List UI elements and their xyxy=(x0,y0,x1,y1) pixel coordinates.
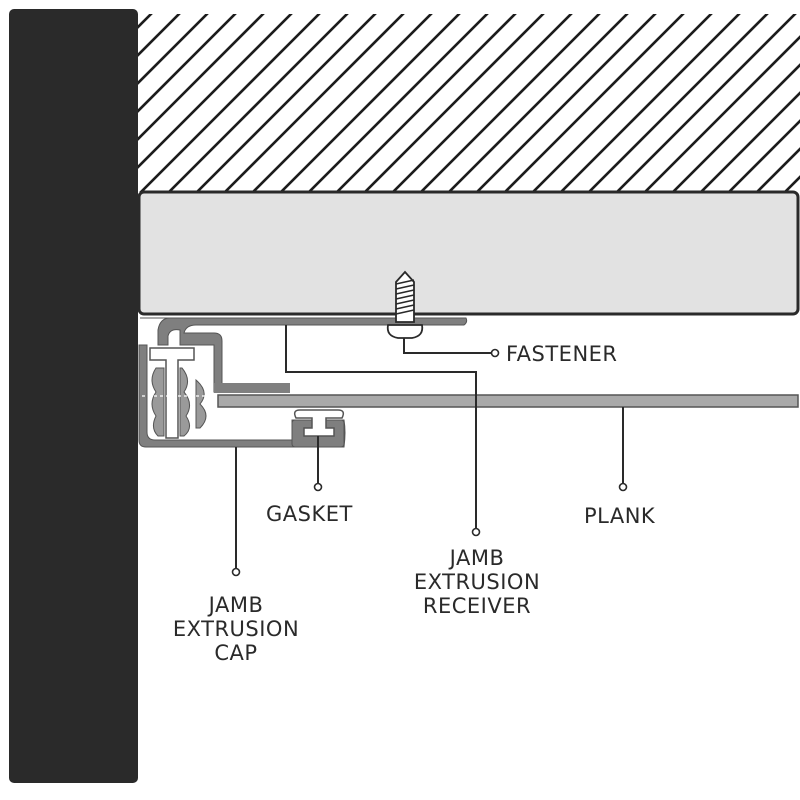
hatch-line xyxy=(727,119,800,192)
hatch-line xyxy=(307,14,489,192)
screw-thread xyxy=(395,309,415,315)
hatch-line xyxy=(167,14,349,192)
wall-column xyxy=(9,9,138,783)
fastener-leader xyxy=(403,338,492,354)
hatched-substrate xyxy=(137,14,800,192)
hatch-line xyxy=(559,14,741,192)
gasket-dot xyxy=(313,482,323,492)
label-fastener: FASTENER xyxy=(506,342,618,366)
label-jamb-extrusion-receiver: JAMB EXTRUSION RECEIVER xyxy=(413,546,541,618)
hatch-line xyxy=(195,14,377,192)
hatch-line xyxy=(137,14,181,58)
seal-bulb-left xyxy=(151,367,165,437)
jamb-extrusion-receiver xyxy=(140,317,468,393)
label-plank: PLANK xyxy=(584,504,656,528)
hatch-line xyxy=(391,14,573,192)
header-board xyxy=(137,190,800,316)
screw-thread xyxy=(395,294,415,300)
hatch-line xyxy=(419,14,601,192)
hatch-line xyxy=(137,14,293,170)
hatch-line xyxy=(587,14,769,192)
hatch-line xyxy=(503,14,685,192)
hatch-line xyxy=(531,14,713,192)
hatch-line xyxy=(251,14,433,192)
hatch-line xyxy=(755,147,800,192)
cap-dot xyxy=(231,567,241,577)
fastener-dot xyxy=(490,348,500,358)
screw-thread xyxy=(395,299,415,305)
receiver-leg xyxy=(214,383,290,393)
hatch-line xyxy=(137,14,265,142)
screw-thread xyxy=(395,289,415,295)
gasket xyxy=(293,409,345,437)
hatch-line xyxy=(137,14,209,86)
plank-dot xyxy=(618,482,628,492)
hatch-line xyxy=(643,35,800,192)
hatch-line xyxy=(363,14,545,192)
receiver-dot xyxy=(471,527,481,537)
seal-bulb-right xyxy=(179,367,190,437)
leader-lines xyxy=(235,325,624,570)
plank xyxy=(217,394,799,408)
hatch-line xyxy=(279,14,461,192)
receiver-leader xyxy=(285,325,477,530)
hatch-line xyxy=(615,14,797,192)
screw-thread xyxy=(395,304,415,310)
cap-t-stem xyxy=(149,347,195,439)
hatch-line xyxy=(447,14,629,192)
seal-bulb-outer xyxy=(195,378,207,429)
hatch-line xyxy=(335,14,517,192)
hatch-line xyxy=(671,63,800,192)
screw-thread xyxy=(395,284,415,290)
hatch-line xyxy=(475,14,657,192)
hatch-line xyxy=(137,14,237,114)
label-jamb-extrusion-cap: JAMB EXTRUSION CAP xyxy=(172,593,300,665)
screw-thread xyxy=(395,279,415,285)
fastener-screw xyxy=(386,270,424,339)
hatch-line xyxy=(223,14,405,192)
hatch-line xyxy=(699,91,800,192)
hatch-line xyxy=(139,14,321,192)
label-gasket: GASKET xyxy=(266,502,353,526)
leader-dots xyxy=(231,348,628,577)
